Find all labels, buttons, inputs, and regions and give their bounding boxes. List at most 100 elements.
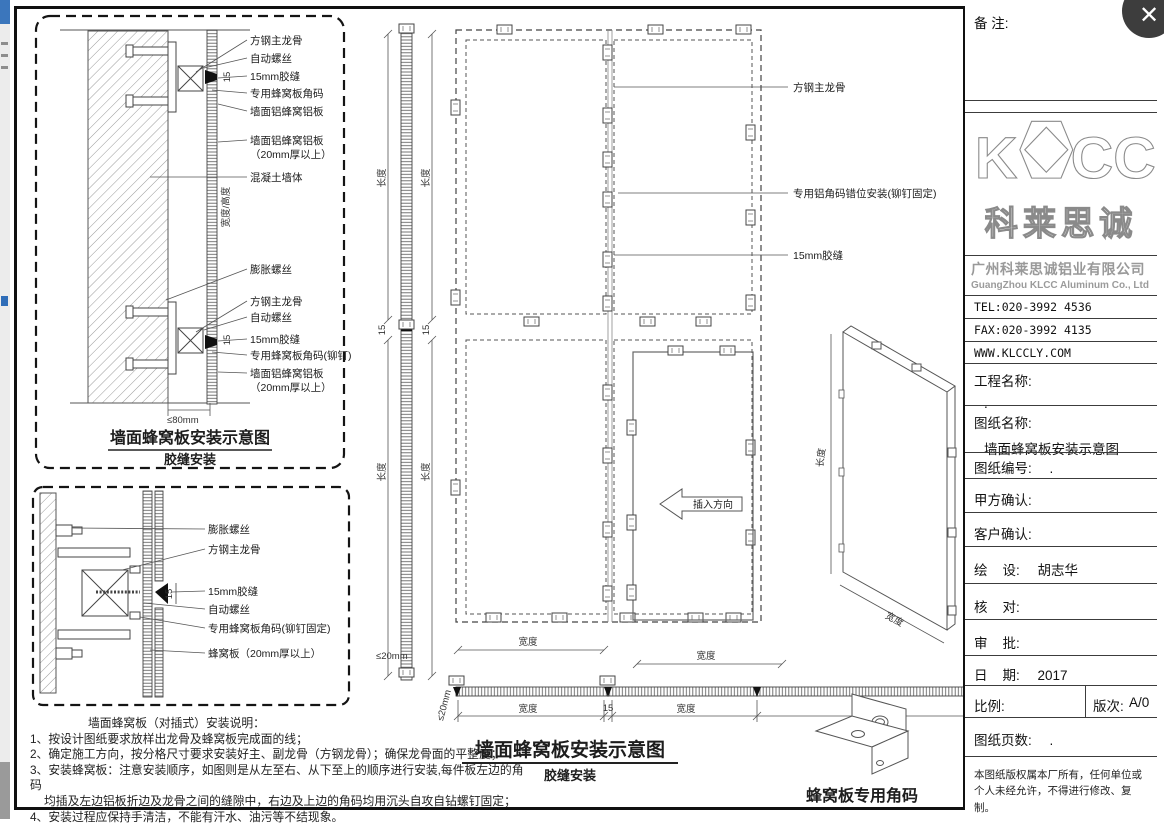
detail1-label: 墙面铝蜂窝铝板 bbox=[250, 134, 324, 147]
detail2-leaders bbox=[71, 527, 206, 654]
background-blue-mark bbox=[1, 296, 8, 306]
drafter-row: 绘 设: 胡志华 bbox=[965, 546, 1157, 583]
width-dim-lines bbox=[453, 645, 787, 669]
drawing-name-value: 墙面蜂窝板安装示意图 bbox=[984, 442, 1119, 457]
version-label: 版次: bbox=[1093, 699, 1124, 714]
elevation-label: 专用铝角码错位安装(铆钉固定) bbox=[793, 187, 937, 200]
panel-edge-strip bbox=[206, 29, 218, 405]
company-name-cn: 广州科莱思诚铝业有限公司 bbox=[971, 261, 1145, 277]
detail-section-horizontal: 15 膨胀螺丝 方钢主龙骨 15mm胶缝 自动螺丝 专用蜂窝板角码(铆钉固定) … bbox=[31, 485, 351, 707]
detail1-label: 混凝土墙体 bbox=[250, 171, 303, 184]
detail1-label: 15mm胶缝 bbox=[250, 333, 301, 346]
web-row: WWW.KLCCLY.COM bbox=[965, 341, 1157, 363]
klcc-logo: K CC 科莱思诚 bbox=[974, 120, 1156, 243]
detail2-label: 蜂窝板（20mm厚以上） bbox=[208, 647, 321, 660]
dim-width: 宽度 bbox=[883, 610, 906, 630]
pages-value: . bbox=[1049, 733, 1054, 748]
drawing-number-label: 图纸编号: bbox=[974, 461, 1032, 476]
copyright-row: 本图纸版权属本厂所有，任何单位或个人未经允许，不得进行修改、复制。 bbox=[965, 756, 1157, 814]
title-block: 备 注: K CC 科莱思诚 广州科莱思诚铝业有限公司 GuangZhou KL… bbox=[963, 6, 1157, 814]
dim-length: 长度 bbox=[814, 447, 828, 468]
corner-bracket-view bbox=[814, 693, 910, 775]
client-confirm-label: 客户确认: bbox=[974, 527, 1032, 542]
dim-15: 15 bbox=[603, 703, 614, 714]
dim-length: 长度 bbox=[376, 168, 388, 188]
detail1-label: 15mm胶缝 bbox=[250, 70, 301, 83]
party-a-label: 甲方确认: bbox=[974, 493, 1032, 508]
elevation-clips bbox=[450, 24, 756, 623]
sealant-joint bbox=[155, 583, 168, 604]
notes-heading: 墙面蜂窝板（对插式）安装说明： bbox=[88, 716, 265, 730]
tel-row: TEL:020-3992 4536 bbox=[965, 295, 1157, 318]
dim-80mm: ≤80mm bbox=[167, 415, 199, 426]
background-toolbar-mark bbox=[1, 66, 8, 69]
dim-15: 15 bbox=[377, 325, 388, 336]
drawing-name-row: 图纸名称: 墙面蜂窝板安装示意图 bbox=[965, 405, 1157, 457]
notes-line: 均插及左边铝板折边及龙骨之间的缝隙中，右边及上边的角码均用沉头自攻自钻螺钉固定； bbox=[44, 793, 516, 808]
concrete-wall-hatch bbox=[87, 30, 169, 404]
detail1-label: 膨胀螺丝 bbox=[250, 263, 292, 276]
party-a-row: 甲方确认: bbox=[965, 478, 1157, 512]
date-row: 日 期: 2017 bbox=[965, 655, 1157, 685]
dim-15: 15 bbox=[164, 589, 175, 600]
project-name-row: 工程名称: . bbox=[965, 363, 1157, 411]
background-window-titlebar bbox=[0, 0, 10, 24]
detail1-label: 专用蜂窝板角码(铆钉) bbox=[250, 349, 352, 362]
bracket-assembly-top bbox=[125, 41, 217, 113]
detail1-label: 墙面铝蜂窝铝板 bbox=[250, 367, 324, 380]
pages-row: 图纸页数: . bbox=[965, 717, 1157, 756]
elevation-label: 15mm胶缝 bbox=[793, 249, 844, 262]
drawing-number-row: 图纸编号: . bbox=[965, 452, 1157, 478]
notes-line: 3、安装蜂窝板：注意安装顺序，如图则是从左至右、从下至上的顺序进行安装,每件板左… bbox=[30, 762, 524, 793]
elevation-leaders bbox=[614, 86, 788, 256]
project-name-label: 工程名称: bbox=[974, 374, 1032, 389]
detail1-label: （20mm厚以上） bbox=[250, 382, 332, 394]
detail1-label: 方钢主龙骨 bbox=[250, 295, 303, 308]
detail2-label: 自动螺丝 bbox=[208, 603, 250, 616]
elevation-label: 方钢主龙骨 bbox=[793, 81, 846, 94]
detail1-subtitle: 胶缝安装 bbox=[164, 452, 216, 467]
steel-plate-hatch bbox=[39, 492, 57, 694]
detail2-structure bbox=[55, 524, 141, 660]
scale-label: 比例: bbox=[974, 699, 1005, 714]
panel-elevation: 插入方向 方钢主龙骨 专用铝角码错位安装(铆钉固定) 15mm胶缝 宽度 宽度 bbox=[450, 24, 937, 669]
logo-row: K CC 科莱思诚 bbox=[965, 112, 1157, 255]
detail1-label: 自动螺丝 bbox=[250, 52, 292, 65]
company-row: 广州科莱思诚铝业有限公司 GuangZhou KLCC Aluminum Co.… bbox=[965, 255, 1157, 295]
project-name-value: . bbox=[984, 396, 988, 411]
approver-row: 审 批: bbox=[965, 619, 1157, 655]
dim-length: 长度 bbox=[420, 462, 432, 482]
background-toolbar-mark bbox=[1, 54, 8, 57]
detail2-label: 方钢主龙骨 bbox=[208, 543, 261, 556]
checker-row: 核 对: bbox=[965, 583, 1157, 619]
dim-20mm: ≤20mm bbox=[376, 651, 408, 662]
date-value: 2017 bbox=[1037, 668, 1068, 683]
dim-width: 宽度 bbox=[518, 636, 538, 648]
copyright-text: 本图纸版权属本厂所有，任何单位或个人未经允许，不得进行修改、复制。 bbox=[974, 769, 1142, 814]
detail1-labels: 方钢主龙骨 自动螺丝 15mm胶缝 专用蜂窝板角码 墙面铝蜂窝铝板 墙面铝蜂窝铝… bbox=[250, 34, 352, 394]
remarks-row: 备 注: bbox=[965, 6, 1157, 100]
dim-width-height: 宽度/高度 bbox=[220, 186, 232, 227]
background-statusbar bbox=[0, 762, 10, 819]
company-name-en: GuangZhou KLCC Aluminum Co., Ltd bbox=[971, 280, 1149, 291]
detail-section-vertical: 15 15 方钢主龙骨 自动螺丝 15mm胶缝 专用蜂窝板角码 墙面铝蜂窝铝板 bbox=[34, 14, 352, 470]
plan-dim-lines bbox=[453, 700, 963, 722]
notes-line: 2、确定施工方向，按分格尺寸要求安装好主、副龙骨（方钢龙骨）；确保龙骨面的平整度… bbox=[30, 747, 503, 762]
notes-line: 1、按设计图纸要求放样出龙骨及蜂窝板完成面的线； bbox=[30, 731, 308, 746]
cad-drawing-canvas: 15 15 方钢主龙骨 自动螺丝 15mm胶缝 专用蜂窝板角码 墙面铝蜂窝铝板 bbox=[31, 14, 963, 805]
installation-notes: 墙面蜂窝板（对插式）安装说明： 1、按设计图纸要求放样出龙骨及蜂窝板完成面的线；… bbox=[30, 716, 530, 825]
drafter-value: 胡志华 bbox=[1037, 563, 1079, 578]
panel-side-section: 长度 15 长度 长度 15 长度 ≤20mm ≤20mm bbox=[376, 23, 454, 722]
date-label: 日 期: bbox=[974, 668, 1020, 683]
spacer-row bbox=[965, 100, 1157, 113]
logo-letters-cc: CC bbox=[1071, 126, 1155, 191]
version-value: A/0 bbox=[1129, 695, 1150, 710]
close-icon: ✕ bbox=[1138, 2, 1160, 29]
detail1-label: （20mm厚以上） bbox=[250, 149, 332, 161]
detail1-label: 方钢主龙骨 bbox=[250, 34, 303, 47]
drawing-number-value: . bbox=[1049, 461, 1054, 476]
fax-row: FAX:020-3992 4135 bbox=[965, 318, 1157, 341]
dim-length: 长度 bbox=[420, 168, 432, 188]
main-subtitle: 胶缝安装 bbox=[544, 768, 596, 783]
